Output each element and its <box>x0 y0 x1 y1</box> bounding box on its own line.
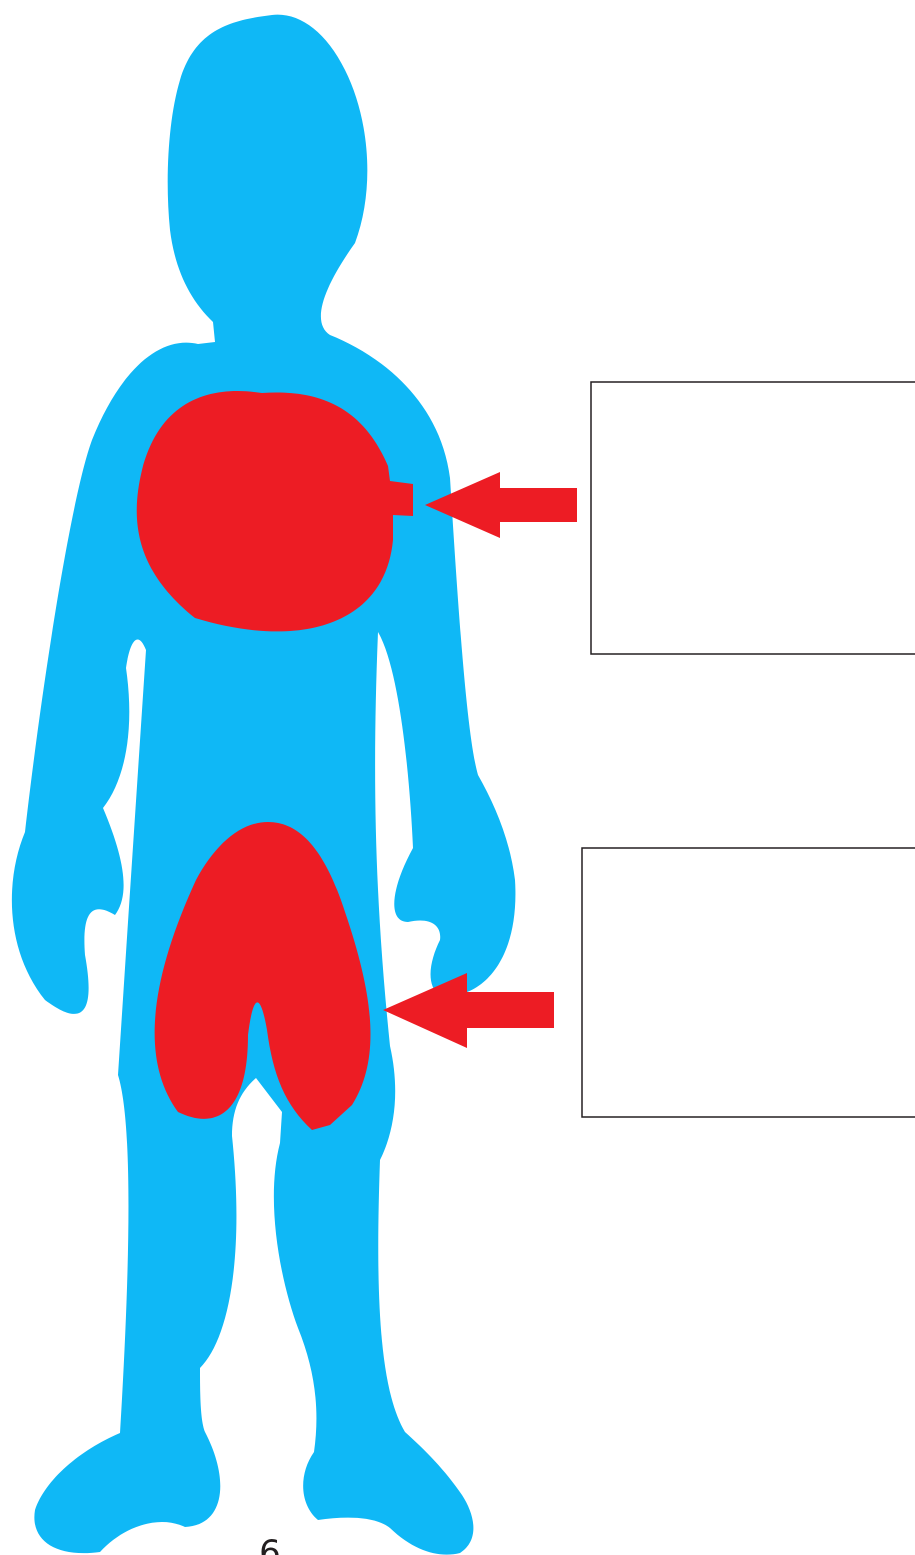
upper-label-box[interactable] <box>591 382 915 654</box>
lower-label-box[interactable] <box>582 848 915 1117</box>
body-silhouette <box>12 15 516 1555</box>
page-number: 6 <box>259 1533 281 1555</box>
